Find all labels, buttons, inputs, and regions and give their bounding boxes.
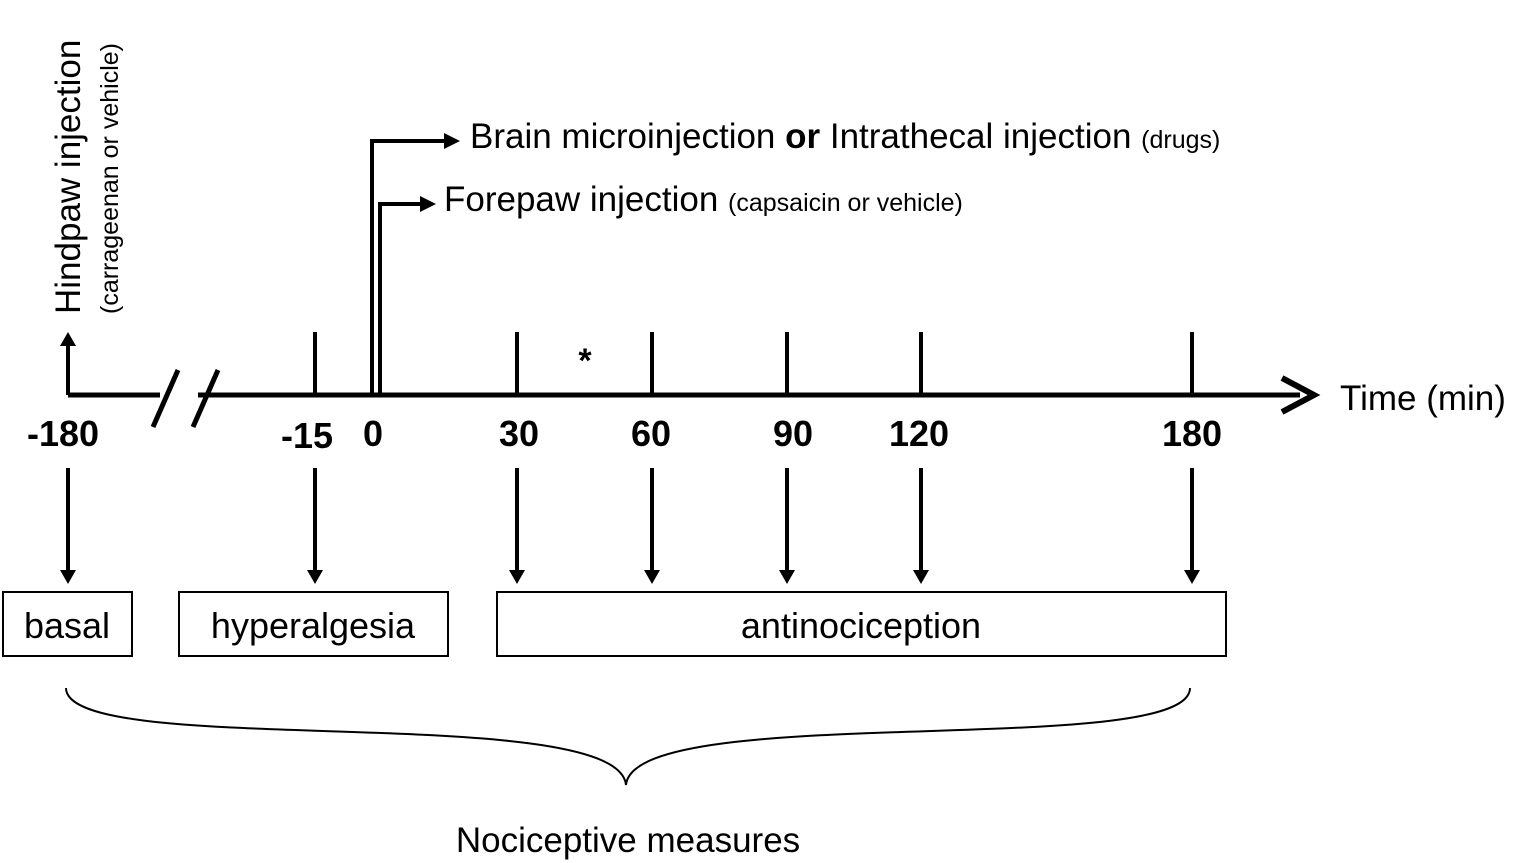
brain-injection-arrowhead — [444, 133, 460, 149]
down-arrowhead — [1184, 570, 1200, 584]
tick-label: -180 — [27, 413, 99, 454]
brain-injection-text: Brain microinjection — [470, 117, 785, 156]
down-arrowhead — [779, 570, 795, 584]
hindpaw-subtitle: (carrageenan or vehicle) — [96, 43, 124, 314]
forepaw-injection-label: Forepaw injection (capsaicin or vehicle) — [444, 180, 963, 219]
antinociception-label: antinociception — [741, 605, 981, 646]
tick-label: 0 — [363, 413, 383, 454]
antinociception-box — [496, 591, 1227, 657]
axis-break-mark — [190, 368, 221, 429]
tick-label: 120 — [889, 413, 949, 454]
axis-break-mark — [150, 368, 181, 429]
tick-label: 90 — [773, 413, 813, 454]
axis-arrowhead — [1280, 375, 1321, 415]
intrathecal-injection-text: Intrathecal injection — [820, 117, 1141, 156]
brain-injection-arrow — [370, 139, 445, 395]
down-arrowhead — [509, 570, 525, 584]
hyperalgesia-box — [178, 591, 449, 657]
time-axis-label: Time (min) — [1340, 379, 1506, 418]
hindpaw-arrowhead — [60, 332, 76, 346]
down-arrowhead — [307, 570, 323, 584]
tick-label: 180 — [1162, 413, 1222, 454]
brain-injection-label: Brain microinjection or Intrathecal inje… — [470, 117, 1220, 156]
forepaw-injection-arrowhead — [420, 196, 436, 212]
down-arrowhead — [913, 570, 929, 584]
drugs-text: (drugs) — [1141, 126, 1220, 154]
basal-box — [2, 591, 133, 657]
tick-label: 30 — [499, 413, 539, 454]
tick-label: 60 — [631, 413, 671, 454]
hindpaw-title: Hindpaw injection — [49, 40, 88, 314]
basal-label: basal — [24, 605, 110, 646]
curly-brace — [65, 687, 1191, 786]
forepaw-subtitle-text: (capsaicin or vehicle) — [728, 189, 963, 217]
forepaw-injection-arrow — [378, 202, 420, 395]
brain-or-text: or — [785, 117, 820, 156]
down-arrowhead — [644, 570, 660, 584]
nociceptive-measures-label: Nociceptive measures — [456, 821, 800, 860]
asterisk-marker: * — [578, 342, 592, 380]
forepaw-injection-text: Forepaw injection — [444, 180, 728, 219]
tick-label: -15 — [281, 415, 333, 456]
hyperalgesia-label: hyperalgesia — [211, 605, 416, 646]
down-arrowhead — [60, 570, 76, 584]
